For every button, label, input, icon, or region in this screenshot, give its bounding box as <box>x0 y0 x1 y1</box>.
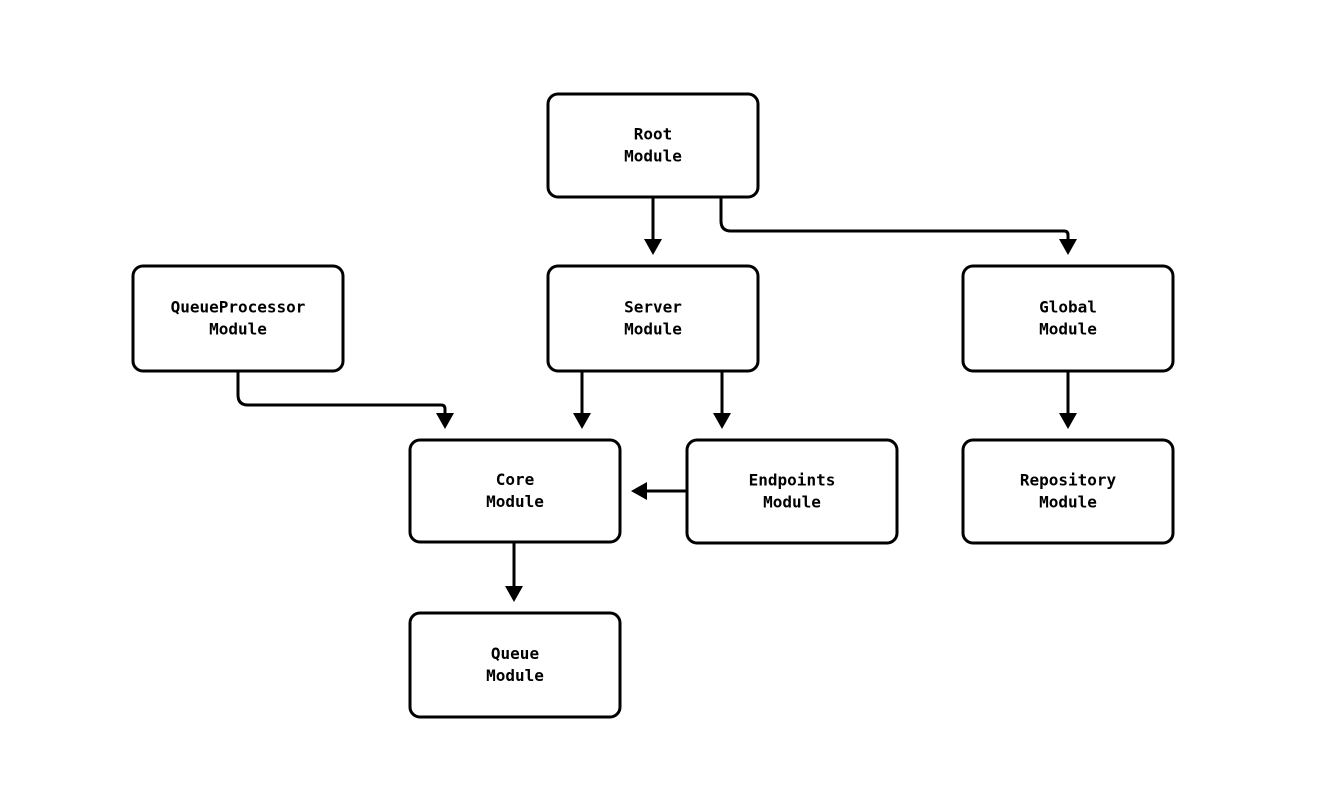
queueprocessor-module-label-line-1: QueueProcessor <box>171 297 306 316</box>
endpoints-module-label-line-2: Module <box>763 492 821 511</box>
server-module-box[interactable] <box>546 264 760 373</box>
queueprocessor-module-box[interactable] <box>131 264 345 373</box>
edge-root-to-server <box>644 197 662 255</box>
queue-module-label-line-2: Module <box>486 666 544 685</box>
edge-queueprocessor-to-core <box>236 371 454 429</box>
edge-endpoints-to-core <box>631 482 687 500</box>
repository-module-label-line-1: Repository <box>1020 470 1117 489</box>
edge-queueprocessor-to-core-line <box>236 371 447 413</box>
edge-core-to-queue <box>505 542 523 602</box>
edge-core-to-queue-arrowhead <box>505 586 523 602</box>
edge-server-to-core <box>573 371 591 429</box>
repository-module-box[interactable] <box>961 438 1175 545</box>
edge-global-to-repository-arrowhead <box>1059 413 1077 429</box>
edge-server-to-endpoints-arrowhead <box>713 413 731 429</box>
edge-root-to-global-line <box>719 197 1070 239</box>
core-module-label-line-1: Core <box>496 470 535 489</box>
root-module-label-line-2: Module <box>624 146 682 165</box>
edge-root-to-server-arrowhead <box>644 239 662 255</box>
edge-server-to-core-arrowhead <box>573 413 591 429</box>
edge-server-to-endpoints <box>713 371 731 429</box>
server-module-label-line-2: Module <box>624 319 682 338</box>
edge-global-to-repository <box>1059 371 1077 429</box>
global-module-label-line-1: Global <box>1039 297 1097 316</box>
server-module-label-line-1: Server <box>624 297 682 316</box>
repository-module-label-line-2: Module <box>1039 492 1097 511</box>
edges-layer <box>236 197 1077 602</box>
core-module-label-line-2: Module <box>486 492 544 511</box>
core-module-box[interactable] <box>408 438 622 544</box>
edge-queueprocessor-to-core-arrowhead <box>436 413 454 429</box>
root-module-label-line-1: Root <box>634 124 673 143</box>
endpoints-module-label-line-1: Endpoints <box>749 470 836 489</box>
edge-endpoints-to-core-arrowhead <box>631 482 647 500</box>
edge-root-to-global <box>719 197 1077 255</box>
global-module-label-line-2: Module <box>1039 319 1097 338</box>
endpoints-module-box[interactable] <box>685 438 899 545</box>
root-module-box[interactable] <box>546 92 760 199</box>
edge-root-to-global-arrowhead <box>1059 239 1077 255</box>
queue-module-label-line-1: Queue <box>491 644 539 663</box>
queueprocessor-module-label-line-2: Module <box>209 319 267 338</box>
queue-module-box[interactable] <box>408 611 622 719</box>
global-module-box[interactable] <box>961 264 1175 373</box>
